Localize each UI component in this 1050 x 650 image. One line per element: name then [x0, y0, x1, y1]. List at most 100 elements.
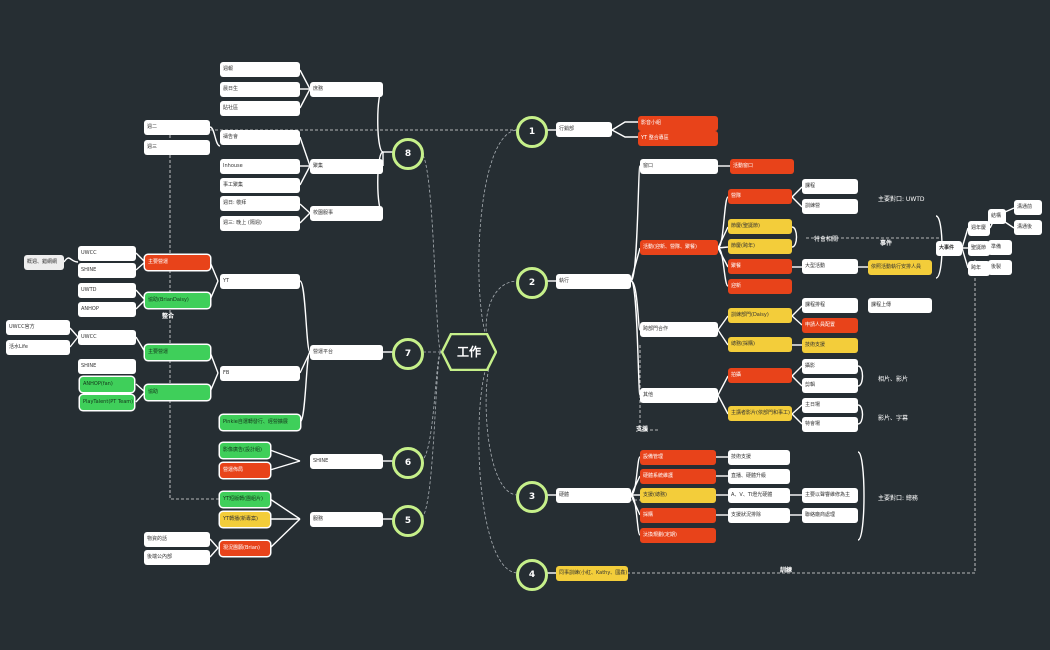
node-shine-2[interactable]: SHINE	[78, 359, 136, 374]
node-hw-d1[interactable]: 支援狀況排除	[728, 508, 790, 523]
node-service-c2[interactable]: 後端公內部	[144, 550, 210, 565]
node-cluster-a[interactable]: 週年慶	[968, 221, 990, 236]
node-recruit-b[interactable]: Inhouse	[220, 159, 300, 174]
node-tuesday[interactable]: 週二	[144, 120, 210, 135]
node-pinkie[interactable]: Pinkie自選轉發行、經營擴展	[220, 415, 300, 430]
node-marketing[interactable]: 行銷部	[556, 122, 612, 137]
node-cluster-f[interactable]: 溝通後	[1014, 220, 1042, 235]
node-yt[interactable]: YT	[220, 274, 300, 289]
node-cluster-b[interactable]: 聖誕節	[968, 241, 990, 256]
center-topic[interactable]: 工作	[441, 333, 497, 371]
node-admin[interactable]: 庶務	[310, 82, 383, 97]
node-shoot[interactable]: 攝影	[802, 359, 858, 374]
node-training[interactable]: 訓練營	[802, 199, 858, 214]
node-hw-c1[interactable]: A、V、Tl燈光硬體	[728, 488, 790, 503]
node-cross-dept[interactable]: 跨部門合作	[640, 322, 718, 337]
node-admin-a[interactable]: 週報	[220, 62, 300, 77]
node-anhop[interactable]: ANHOP	[78, 302, 136, 317]
node-campus[interactable]: 校園服事	[310, 206, 383, 221]
node-cluster-g[interactable]: 準備	[988, 240, 1012, 255]
node-schedule-up[interactable]: 課程上傳	[868, 298, 932, 313]
branch-circle-5[interactable]: 5	[392, 505, 424, 537]
node-host[interactable]: 主日場	[802, 398, 858, 413]
node-service-c1[interactable]: 物資的話	[144, 532, 210, 547]
node-hw-a[interactable]: 設備管理	[640, 450, 716, 465]
node-r1-b[interactable]: YT 整合專區	[638, 131, 718, 146]
node-window-sub[interactable]: 活動窗口	[730, 159, 794, 174]
node-training-staff[interactable]: 同事訓練(小紅、Kathy、國鑫)	[556, 566, 628, 581]
node-service-a[interactable]: YT短版轉(團組片)	[220, 492, 270, 507]
node-uwcc-1[interactable]: UWCC	[78, 246, 136, 261]
node-other[interactable]: 其他	[640, 388, 718, 403]
node-course[interactable]: 課程	[802, 179, 858, 194]
node-fb-a[interactable]: 主要營運	[145, 345, 210, 360]
node-ev-e[interactable]: 迎新	[728, 279, 792, 294]
node-fb-b[interactable]: 協助	[145, 385, 210, 400]
branch-circle-8[interactable]: 8	[392, 138, 424, 170]
node-shine-1[interactable]: SHINE	[78, 263, 136, 278]
node-shine-a[interactable]: 影像廣告(設計組)	[220, 443, 270, 458]
node-life[interactable]: 活水Life	[6, 340, 70, 355]
node-cluster-e[interactable]: 溝通前	[1014, 200, 1042, 215]
node-wednesday[interactable]: 週三	[144, 140, 210, 155]
node-events[interactable]: 活動(迎新、營隊、聚餐)	[640, 240, 718, 255]
branch-circle-2[interactable]: 2	[516, 267, 548, 299]
node-special-guest[interactable]: 特會場	[802, 417, 858, 432]
node-hardware[interactable]: 硬體	[556, 488, 631, 503]
node-big-event[interactable]: 大型活動	[802, 259, 858, 274]
node-uwtd[interactable]: UWTD	[78, 283, 136, 298]
node-anhop-fan[interactable]: ANHOP(fan)	[80, 377, 134, 392]
node-hw-b[interactable]: 硬體系統維護	[640, 469, 716, 484]
node-cross-a[interactable]: 訓練部門(Daisy)	[728, 308, 792, 323]
node-community[interactable]: 營運平台	[310, 345, 383, 360]
node-major-event[interactable]: 大事件	[936, 241, 962, 256]
node-cluster-d[interactable]: 結構	[988, 209, 1006, 224]
node-yt-b[interactable]: 協助(BrianDaisy)	[145, 293, 210, 308]
node-play[interactable]: PlayTalent(PT Team)	[80, 395, 134, 410]
node-window[interactable]: 窗口	[640, 159, 718, 174]
node-hw-b1[interactable]: 直播、硬體升級	[728, 469, 790, 484]
node-cluster-c[interactable]: 跨年	[968, 261, 990, 276]
node-ev-b[interactable]: 節慶(聖誕節)	[728, 219, 792, 234]
node-hw-e[interactable]: 汰換規劃(定期)	[640, 528, 716, 543]
node-hw-c2[interactable]: 主要以聲響維修為主	[802, 488, 858, 503]
node-fb[interactable]: FB	[220, 366, 300, 381]
node-schedule[interactable]: 課程排程	[802, 298, 858, 313]
branch-circle-4[interactable]: 4	[516, 559, 548, 591]
branch-circle-7[interactable]: 7	[392, 338, 424, 370]
node-service-b[interactable]: YT轉播(新專案)	[220, 512, 270, 527]
node-hw-d2[interactable]: 聯絡廠商處理	[802, 508, 858, 523]
branch-circle-1[interactable]: 1	[516, 116, 548, 148]
node-campus-a[interactable]: 週日: 敬拜	[220, 196, 300, 211]
node-execute[interactable]: 執行	[556, 274, 631, 289]
node-feedback[interactable]: 概週、錯網網	[24, 255, 64, 270]
branch-circle-3[interactable]: 3	[516, 481, 548, 513]
node-admin-c[interactable]: 貼社區	[220, 101, 300, 116]
node-recruit-c[interactable]: 事工聚集	[220, 178, 300, 193]
node-ev-c[interactable]: 節慶(跨年)	[728, 239, 792, 254]
node-r1-a[interactable]: 影音小組	[638, 116, 718, 131]
node-campus-b[interactable]: 週三: 晚上 (隔週)	[220, 216, 300, 231]
node-recruit[interactable]: 聚集	[310, 159, 383, 174]
node-cluster-h[interactable]: 後製	[988, 260, 1012, 275]
node-ev-d[interactable]: 聚餐	[728, 259, 792, 274]
node-shine-b[interactable]: 營運佈局	[220, 463, 270, 478]
branch-circle-6[interactable]: 6	[392, 447, 424, 479]
node-recruit-a[interactable]: 禱告會	[220, 130, 300, 145]
node-admin-b[interactable]: 晨日生	[220, 82, 300, 97]
node-other-a[interactable]: 拍攝	[728, 368, 792, 383]
node-service[interactable]: 服務	[310, 512, 383, 527]
node-ev-a[interactable]: 營隊	[728, 189, 792, 204]
node-tech-support[interactable]: 技術支援	[802, 338, 858, 353]
node-hw-a1[interactable]: 技術支援	[728, 450, 790, 465]
node-apply-staff[interactable]: 申請人員配置	[802, 318, 858, 333]
node-yt-a[interactable]: 主要營運	[145, 255, 210, 270]
node-shine[interactable]: SHINE	[310, 454, 383, 469]
node-service-c[interactable]: 現況團願(Brian)	[220, 541, 270, 556]
node-cross-b[interactable]: 總務(採購)	[728, 337, 792, 352]
node-big-event-note[interactable]: 依照活動執行安排人員	[868, 260, 932, 275]
node-uwcc-official[interactable]: UWCC官方	[6, 320, 70, 335]
node-edit[interactable]: 剪輯	[802, 378, 858, 393]
node-uwcc-2[interactable]: UWCC	[78, 330, 136, 345]
node-hw-d[interactable]: 採購	[640, 508, 716, 523]
